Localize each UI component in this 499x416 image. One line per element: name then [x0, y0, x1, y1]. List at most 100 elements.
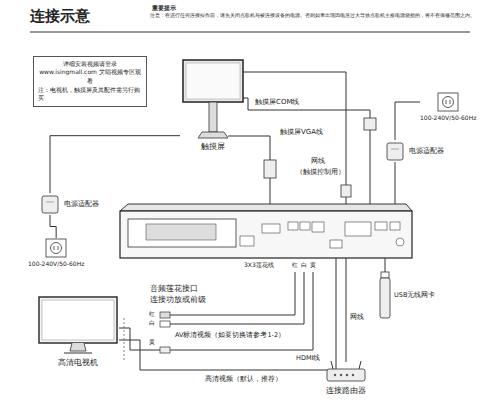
color-label: 黄 — [149, 339, 155, 346]
stand-neck — [209, 102, 217, 132]
adapter-mark — [391, 149, 399, 150]
outlet-plate — [46, 239, 66, 257]
outlet-socket — [51, 243, 62, 254]
power-outlet: 100-240V/50-60Hz — [420, 92, 476, 121]
router-led — [340, 374, 342, 376]
vga-port — [262, 224, 280, 233]
tv-base — [64, 353, 92, 354]
network-port — [345, 222, 371, 236]
outlet-outline — [437, 92, 459, 112]
unit-body — [120, 211, 412, 258]
note-heading: 重要提示 — [152, 5, 176, 11]
cable-label: 3X3莲花线 — [244, 262, 274, 269]
router-led — [334, 374, 336, 376]
router-outline — [325, 360, 367, 384]
cable — [50, 136, 180, 193]
cable-label: （触摸控制用） — [296, 169, 345, 176]
cable-label: 网线 — [350, 314, 364, 321]
cable — [50, 215, 56, 238]
antenna — [331, 361, 333, 369]
outlet-plate — [438, 93, 458, 111]
cable-label: HDMI线 — [296, 355, 320, 362]
red-cable — [170, 272, 295, 315]
note-text: 注意：在进行任何连接操作前，请先关闭点歌机与被连接设备的电源。否则如果出现因电压… — [150, 13, 475, 19]
info-text: 注：电视机，触摸屏及其配件需另行购买 — [38, 87, 142, 103]
adapter-mark — [46, 202, 54, 203]
cable — [395, 102, 420, 140]
usb-lead — [385, 258, 386, 272]
outlet-slot — [58, 246, 59, 250]
adapter-outline — [40, 193, 60, 215]
rj45-plug — [341, 185, 351, 197]
cable-label: 触摸屏COM线 — [255, 98, 299, 106]
monitor-outline — [180, 58, 246, 140]
touch-screen: 触摸屏 — [180, 58, 246, 152]
outlet-socket — [443, 97, 454, 108]
unit-panel — [128, 219, 236, 247]
db9-plug — [364, 118, 376, 130]
adapter-body — [42, 196, 58, 213]
outlet-outline — [45, 238, 67, 258]
node-label: 触摸屏 — [201, 142, 225, 152]
usb-port — [375, 222, 387, 230]
node-label: 电源适配器 — [64, 200, 99, 208]
adapter-body — [387, 143, 403, 160]
network-cable — [243, 72, 346, 204]
tv-outline — [38, 296, 118, 356]
power-adapter: 电源适配器 — [385, 140, 444, 162]
router-cable — [346, 258, 347, 362]
cable-label: 触摸屏VGA线 — [280, 128, 323, 136]
hdmi-port — [330, 240, 342, 248]
tv-screen — [42, 300, 114, 340]
bracket — [124, 318, 125, 362]
rca-plug — [160, 347, 170, 353]
title-rule — [30, 32, 470, 33]
port-label: 音频莲花接口 — [150, 285, 198, 294]
usb-port — [390, 222, 400, 230]
router-body — [327, 369, 365, 381]
port-label: 连接功放或前级 — [150, 296, 206, 305]
unit-top — [120, 204, 412, 211]
rca-port — [288, 222, 298, 230]
router-led — [346, 374, 348, 376]
rca-plug — [160, 312, 170, 318]
color-label: 白 — [301, 262, 307, 269]
color-label: 白 — [149, 320, 155, 327]
outlet-slot — [54, 246, 55, 250]
hdmi-cable — [119, 258, 336, 370]
screen-frame — [183, 60, 243, 102]
node-label: 电源适配器 — [409, 147, 444, 155]
node-label: 连接路由器 — [326, 386, 366, 395]
cable-label: AV标清视频（如要切换请参考1-2） — [175, 332, 285, 339]
node-label: 高清电视机 — [58, 358, 98, 368]
vga-plug — [264, 160, 276, 178]
usb-connector — [381, 272, 389, 278]
stand-base — [198, 132, 228, 138]
antenna — [359, 361, 361, 369]
tv-frame — [39, 297, 117, 343]
power-port — [396, 238, 404, 246]
yellow-cable — [170, 272, 313, 350]
screen — [186, 63, 240, 99]
rca-port — [312, 222, 324, 232]
info-text: 详细安装视频请登录 www.isingmall.com 艾唱视频专区观看 — [38, 60, 142, 85]
power-cable — [395, 162, 396, 204]
tv-stand — [70, 343, 86, 351]
node-label: 100-240V/50-60Hz — [420, 114, 476, 121]
router: 连接路由器 — [325, 360, 367, 395]
cable-label: 网线 — [311, 158, 325, 165]
color-label: 红 — [292, 262, 298, 269]
color-label: 红 — [149, 311, 155, 318]
hd-tv: 高清电视机 — [38, 296, 118, 368]
rca-port — [300, 222, 310, 230]
title: 连接示意 — [30, 8, 90, 25]
color-label: 黄 — [310, 262, 316, 269]
router-led — [352, 374, 354, 376]
outlet-slot — [450, 100, 451, 104]
unit-port — [240, 236, 254, 246]
outlet-slot — [446, 100, 447, 104]
device-label: USB无线网卡 — [394, 292, 435, 299]
node-label: 100-240V/50-60Hz — [28, 260, 84, 267]
